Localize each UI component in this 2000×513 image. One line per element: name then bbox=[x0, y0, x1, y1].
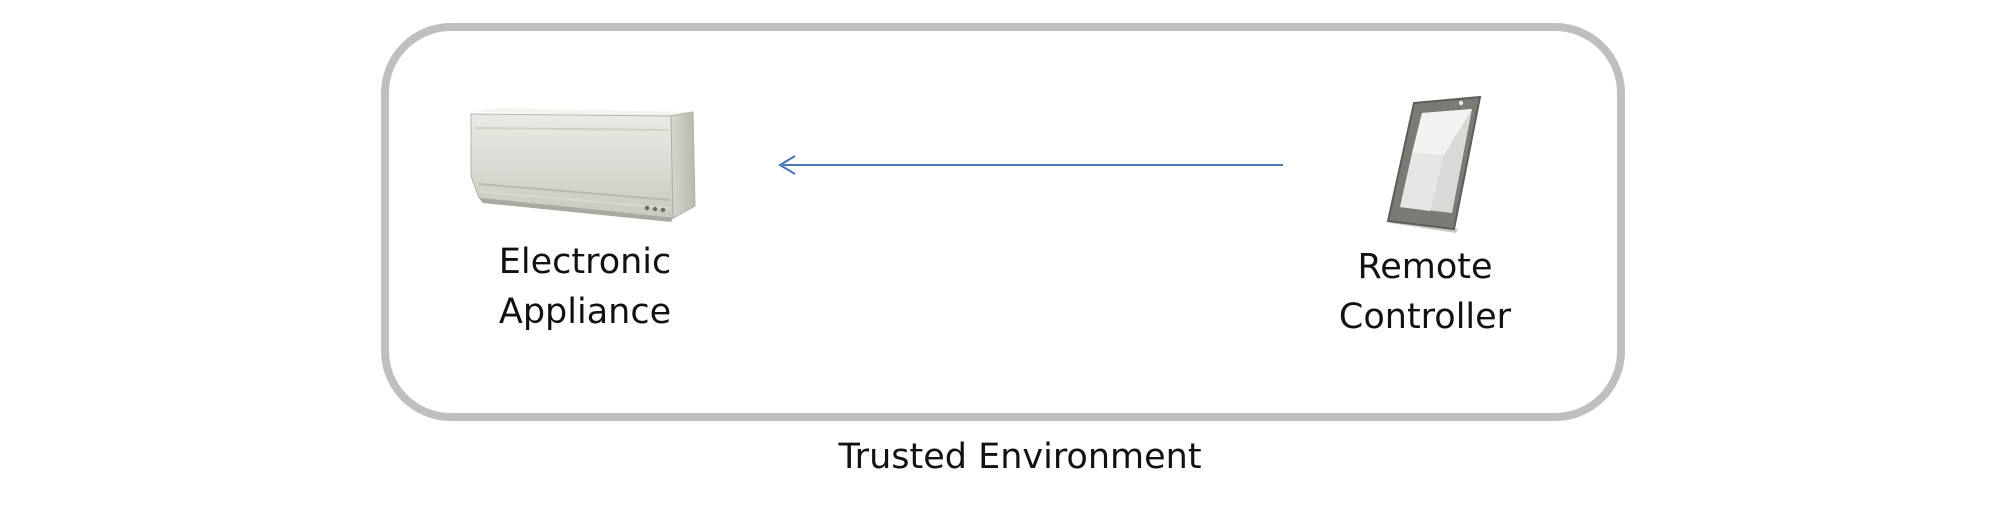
remote-label-line-2: Controller bbox=[1338, 297, 1512, 337]
trusted-environment-label: Trusted Environment bbox=[838, 437, 1202, 477]
air-conditioner-icon bbox=[470, 108, 696, 222]
remote-label-line-1: Remote bbox=[1357, 247, 1493, 287]
remote-to-appliance-arrow bbox=[778, 155, 1283, 175]
appliance-label-line-2: Appliance bbox=[498, 292, 672, 332]
smartphone-icon bbox=[1386, 95, 1482, 233]
appliance-label-line-1: Electronic bbox=[498, 242, 672, 282]
electronic-appliance-label: Electronic Appliance bbox=[470, 237, 700, 337]
trusted-environment-boundary bbox=[381, 23, 1625, 421]
remote-controller-label: Remote Controller bbox=[1310, 242, 1540, 342]
